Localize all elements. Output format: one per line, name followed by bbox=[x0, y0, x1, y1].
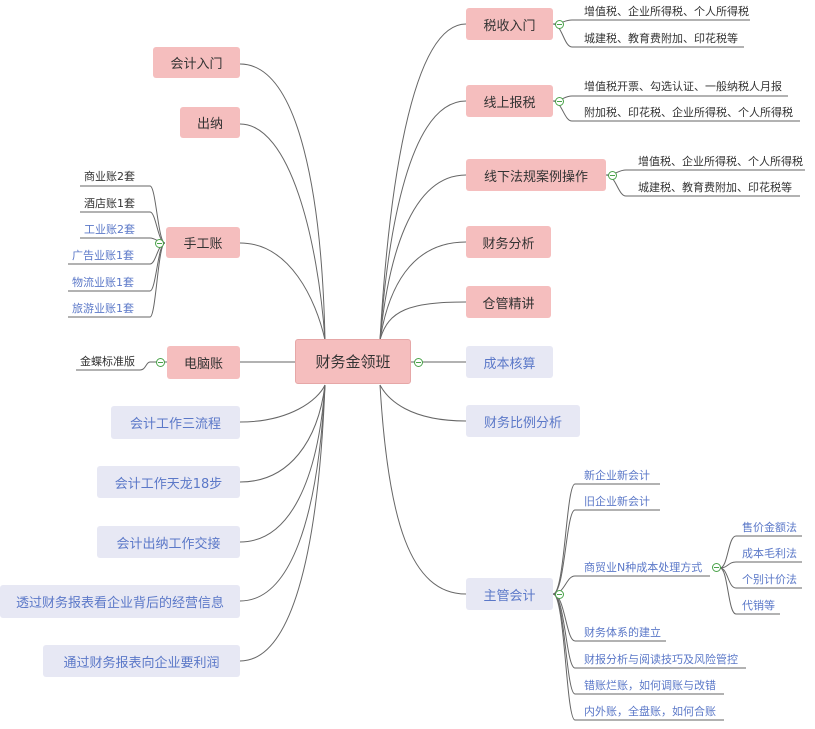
node-shuishou[interactable]: 税收入门 bbox=[466, 8, 553, 40]
leaf-cuozhang[interactable]: 错账烂账，如何调账与改错 bbox=[584, 679, 716, 692]
shougong-collapse-toggle[interactable] bbox=[155, 239, 164, 248]
node-kuaiji-rumen[interactable]: 会计入门 bbox=[153, 47, 240, 78]
leaf-xianshang-2[interactable]: 附加税、印花税、企业所得税、个人所得税 bbox=[584, 106, 793, 119]
node-zhuguan[interactable]: 主管会计 bbox=[466, 578, 553, 610]
leaf-tixi[interactable]: 财务体系的建立 bbox=[584, 626, 661, 639]
leaf-neiwai[interactable]: 内外账，全盘账，如何合账 bbox=[584, 705, 716, 718]
node-bili[interactable]: 财务比例分析 bbox=[466, 405, 580, 437]
leaf-wuliu[interactable]: 物流业账1套 bbox=[72, 276, 134, 289]
leaf-xin-qiye[interactable]: 新企业新会计 bbox=[584, 469, 650, 482]
root-node[interactable]: 财务金领班 bbox=[295, 339, 411, 384]
leaf-xianxia-2[interactable]: 城建税、教育费附加、印花税等 bbox=[638, 181, 792, 194]
node-shougong[interactable]: 手工账 bbox=[166, 227, 240, 258]
node-diannao[interactable]: 电脑账 bbox=[167, 346, 240, 379]
leaf-shoujia[interactable]: 售价金额法 bbox=[742, 521, 797, 534]
leaf-jindie[interactable]: 金蝶标准版 bbox=[80, 355, 135, 368]
zhuguan-collapse-toggle[interactable] bbox=[555, 590, 564, 599]
leaf-shangmao[interactable]: 商贸业N种成本处理方式 bbox=[584, 561, 703, 574]
node-yaolirun[interactable]: 通过财务报表向企业要利润 bbox=[43, 645, 240, 677]
leaf-guanggao[interactable]: 广告业账1套 bbox=[72, 249, 134, 262]
leaf-gebie[interactable]: 个别计价法 bbox=[742, 573, 797, 586]
leaf-jiu-qiye[interactable]: 旧企业新会计 bbox=[584, 495, 650, 508]
leaf-lvyou[interactable]: 旅游业账1套 bbox=[72, 302, 134, 315]
node-sanliucheng[interactable]: 会计工作三流程 bbox=[111, 406, 240, 439]
node-jiaojie[interactable]: 会计出纳工作交接 bbox=[97, 526, 240, 558]
shangmao-collapse-toggle[interactable] bbox=[712, 563, 721, 572]
node-xianxia[interactable]: 线下法规案例操作 bbox=[466, 159, 606, 191]
node-jingying[interactable]: 透过财务报表看企业背后的经营信息 bbox=[0, 585, 240, 618]
root-collapse-toggle[interactable] bbox=[414, 358, 423, 367]
leaf-caibao[interactable]: 财报分析与阅读技巧及风险管控 bbox=[584, 653, 738, 666]
node-cangguan[interactable]: 仓管精讲 bbox=[466, 286, 551, 318]
leaf-daixiao[interactable]: 代销等 bbox=[742, 599, 775, 612]
node-xianshang[interactable]: 线上报税 bbox=[466, 85, 553, 117]
leaf-xianxia-1[interactable]: 增值税、企业所得税、个人所得税 bbox=[638, 155, 803, 168]
node-caiwu-fenxi[interactable]: 财务分析 bbox=[466, 226, 551, 258]
node-tianlong[interactable]: 会计工作天龙18步 bbox=[97, 466, 240, 498]
leaf-xianshang-1[interactable]: 增值税开票、勾选认证、一般纳税人月报 bbox=[584, 80, 782, 93]
diannao-collapse-toggle[interactable] bbox=[156, 358, 165, 367]
shuishou-collapse-toggle[interactable] bbox=[555, 20, 564, 29]
xianshang-collapse-toggle[interactable] bbox=[555, 97, 564, 106]
leaf-gongye[interactable]: 工业账2套 bbox=[84, 223, 135, 236]
leaf-maoli[interactable]: 成本毛利法 bbox=[742, 547, 797, 560]
xianxia-collapse-toggle[interactable] bbox=[608, 171, 617, 180]
leaf-shuishou-1[interactable]: 增值税、企业所得税、个人所得税 bbox=[584, 5, 749, 18]
node-chuna[interactable]: 出纳 bbox=[180, 107, 240, 138]
leaf-shuishou-2[interactable]: 城建税、教育费附加、印花税等 bbox=[584, 32, 738, 45]
leaf-shangye[interactable]: 商业账2套 bbox=[84, 170, 135, 183]
node-chengben[interactable]: 成本核算 bbox=[466, 346, 553, 378]
leaf-jiudian[interactable]: 酒店账1套 bbox=[84, 197, 135, 210]
